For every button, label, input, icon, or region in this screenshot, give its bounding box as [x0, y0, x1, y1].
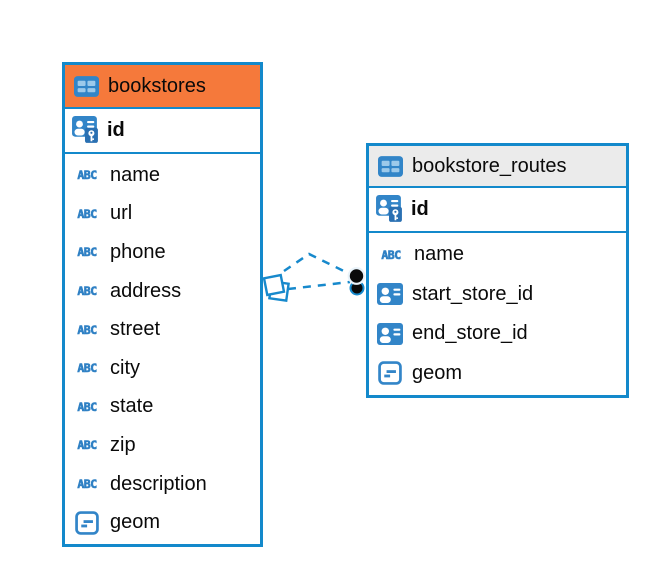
field-row-id[interactable]: id	[65, 109, 260, 154]
entity-bookstores[interactable]: bookstores id ABC name ABC url ABC phone…	[62, 62, 263, 547]
primary-key-icon	[376, 195, 403, 224]
text-type-icon: ABC	[77, 361, 97, 376]
field-name: geom	[110, 511, 161, 534]
field-row-zip[interactable]: ABC zip	[65, 426, 260, 465]
field-row-geom[interactable]: geom	[369, 353, 626, 393]
primary-key-icon	[72, 116, 99, 145]
text-type-icon: ABC	[77, 168, 97, 183]
foreign-key-icon	[377, 283, 403, 305]
field-name: address	[110, 279, 182, 302]
geometry-type-icon	[378, 361, 402, 385]
field-name: name	[110, 163, 161, 186]
text-type-icon: ABC	[77, 245, 97, 260]
text-type-icon: ABC	[77, 206, 97, 222]
entity-title: bookstores	[108, 74, 206, 97]
field-name: street	[110, 318, 161, 341]
relationship-link-2[interactable]	[287, 280, 351, 291]
field-name: city	[110, 356, 140, 379]
field-name: description	[110, 472, 207, 495]
relationship-link-1[interactable]	[283, 252, 353, 277]
field-name: geom	[412, 361, 463, 384]
entity-body-bookstore-routes: ABC name start_store_id end_store_id geo…	[369, 233, 626, 395]
text-type-icon: ABC	[77, 438, 97, 453]
field-name: phone	[110, 240, 166, 263]
field-row-address[interactable]: ABC address	[65, 271, 260, 311]
field-row-state[interactable]: ABC state	[65, 387, 260, 427]
field-row-geom[interactable]: geom	[65, 503, 260, 542]
entity-bookstore-routes[interactable]: bookstore_routes id ABC name start_store…	[366, 143, 629, 398]
field-row-name[interactable]: ABC name	[65, 156, 260, 195]
field-name: state	[110, 395, 154, 418]
field-name: url	[110, 202, 133, 225]
text-type-icon: ABC	[381, 247, 401, 262]
field-row-id[interactable]: id	[369, 188, 626, 233]
entity-header-bookstore-routes[interactable]: bookstore_routes	[369, 146, 626, 188]
text-type-icon: ABC	[77, 322, 97, 337]
entity-title: bookstore_routes	[412, 154, 567, 177]
relationship-target-marker[interactable]	[347, 267, 366, 296]
field-row-phone[interactable]: ABC phone	[65, 233, 260, 272]
field-row-name[interactable]: ABC name	[369, 235, 626, 275]
field-row-description[interactable]: ABC description	[65, 464, 260, 504]
entity-header-bookstores[interactable]: bookstores	[65, 65, 260, 109]
table-icon	[74, 76, 99, 97]
text-type-icon: ABC	[77, 284, 97, 299]
text-type-icon: ABC	[77, 399, 97, 415]
field-row-start-store-id[interactable]: start_store_id	[369, 274, 626, 314]
entity-body-bookstores: ABC name ABC url ABC phone ABC address A…	[65, 154, 260, 544]
relationship-source-marker[interactable]	[262, 273, 290, 302]
field-name: zip	[110, 433, 136, 456]
geometry-type-icon	[75, 511, 99, 535]
text-type-icon: ABC	[77, 477, 97, 492]
field-row-street[interactable]: ABC street	[65, 310, 260, 349]
field-name: start_store_id	[412, 282, 534, 305]
field-name: name	[414, 243, 465, 266]
foreign-key-icon	[377, 323, 403, 345]
table-icon	[378, 156, 403, 177]
field-name: id	[107, 119, 125, 141]
field-row-url[interactable]: ABC url	[65, 194, 260, 234]
field-name: end_store_id	[412, 322, 528, 345]
field-row-end-store-id[interactable]: end_store_id	[369, 314, 626, 354]
field-name: id	[411, 198, 429, 220]
field-row-city[interactable]: ABC city	[65, 348, 260, 388]
